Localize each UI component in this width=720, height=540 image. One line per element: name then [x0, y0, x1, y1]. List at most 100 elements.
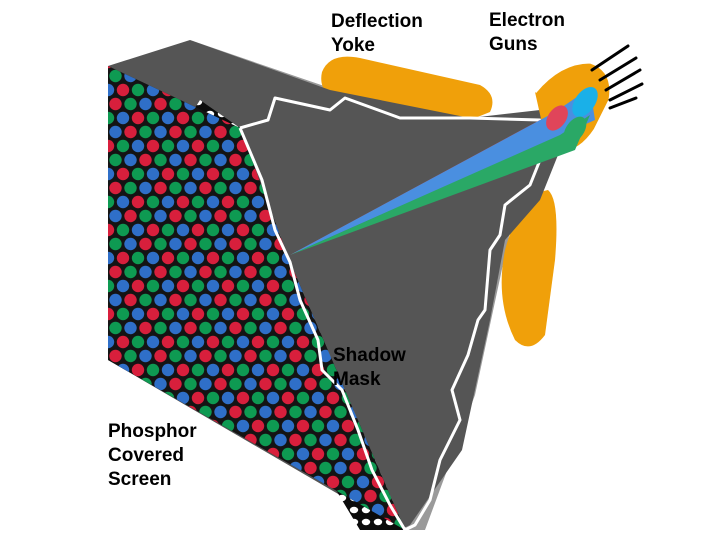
phosphor-screen-label: Phosphor Covered Screen	[108, 420, 197, 492]
phosphor-dot	[274, 462, 286, 474]
phosphor-dot	[162, 280, 174, 292]
phosphor-dot	[132, 364, 144, 376]
phosphor-dot	[237, 448, 249, 460]
phosphor-dot	[199, 518, 211, 530]
phosphor-dot	[304, 378, 316, 390]
phosphor-dot	[229, 490, 241, 502]
phosphor-dot	[199, 210, 211, 222]
phosphor-dot	[102, 84, 114, 96]
phosphor-dot	[162, 168, 174, 180]
phosphor-dot	[154, 238, 166, 250]
phosphor-dot	[177, 280, 189, 292]
phosphor-dot	[147, 280, 159, 292]
phosphor-dot	[147, 364, 159, 376]
phosphor-dot	[177, 252, 189, 264]
phosphor-dot	[289, 350, 301, 362]
phosphor-dot	[169, 182, 181, 194]
phosphor-dot	[282, 308, 294, 320]
phosphor-dot	[237, 392, 249, 404]
phosphor-dot	[252, 308, 264, 320]
phosphor-dot	[184, 518, 196, 530]
phosphor-dot	[214, 378, 226, 390]
phosphor-dot	[124, 266, 136, 278]
phosphor-dot	[124, 126, 136, 138]
phosphor-dot	[274, 294, 286, 306]
phosphor-dot	[147, 140, 159, 152]
phosphor-dot	[177, 336, 189, 348]
phosphor-dot	[162, 504, 174, 516]
phosphor-dot	[169, 322, 181, 334]
phosphor-dot	[289, 406, 301, 418]
phosphor-dot	[199, 490, 211, 502]
phosphor-dot	[244, 294, 256, 306]
phosphor-dot	[192, 252, 204, 264]
phosphor-dot	[199, 322, 211, 334]
phosphor-dot	[192, 140, 204, 152]
phosphor-dot	[214, 294, 226, 306]
phosphor-dot	[334, 406, 346, 418]
phosphor-dot	[244, 518, 256, 530]
phosphor-dot	[334, 518, 346, 530]
phosphor-dot	[207, 476, 219, 488]
phosphor-dot	[102, 252, 114, 264]
phosphor-dot	[207, 280, 219, 292]
phosphor-dot	[282, 280, 294, 292]
phosphor-dot	[214, 322, 226, 334]
phosphor-dot	[109, 350, 121, 362]
phosphor-dot	[267, 392, 279, 404]
phosphor-dot	[229, 182, 241, 194]
phosphor-dot	[162, 392, 174, 404]
phosphor-dot	[237, 476, 249, 488]
phosphor-dot	[132, 252, 144, 264]
phosphor-dot	[237, 308, 249, 320]
phosphor-dot	[304, 406, 316, 418]
phosphor-dot	[109, 210, 121, 222]
phosphor-dot	[117, 308, 129, 320]
phosphor-dot	[132, 196, 144, 208]
phosphor-dot	[282, 476, 294, 488]
phosphor-dot	[192, 364, 204, 376]
phosphor-dot	[282, 504, 294, 516]
phosphor-dot	[259, 378, 271, 390]
shadow-mask-label-line1: Shadow	[333, 344, 406, 368]
phosphor-dot	[124, 350, 136, 362]
phosphor-dot	[124, 406, 136, 418]
phosphor-dot	[304, 490, 316, 502]
phosphor-dot	[282, 392, 294, 404]
phosphor-dot	[304, 434, 316, 446]
phosphor-dot	[222, 224, 234, 236]
phosphor-dot	[184, 238, 196, 250]
phosphor-dot	[229, 154, 241, 166]
phosphor-dot	[109, 518, 121, 530]
phosphor-dot	[154, 266, 166, 278]
phosphor-dot	[229, 238, 241, 250]
phosphor-dot	[124, 294, 136, 306]
phosphor-dot	[109, 70, 121, 82]
phosphor-dot	[132, 392, 144, 404]
phosphor-dot	[229, 378, 241, 390]
phosphor-dot	[312, 504, 324, 516]
phosphor-dot	[162, 224, 174, 236]
phosphor-dot	[192, 504, 204, 516]
phosphor-dot	[259, 266, 271, 278]
phosphor-dot	[289, 434, 301, 446]
phosphor-dot	[252, 336, 264, 348]
phosphor-dot	[222, 252, 234, 264]
phosphor-dot	[102, 168, 114, 180]
phosphor-dot	[364, 490, 376, 502]
phosphor-dot	[319, 434, 331, 446]
phosphor-dot	[147, 252, 159, 264]
phosphor-dot	[117, 112, 129, 124]
phosphor-dot	[244, 350, 256, 362]
phosphor-dot	[237, 252, 249, 264]
phosphor-dot	[267, 308, 279, 320]
phosphor-dot	[162, 196, 174, 208]
phosphor-dot	[102, 196, 114, 208]
phosphor-dot	[237, 224, 249, 236]
phosphor-dot	[162, 308, 174, 320]
phosphor-dot	[192, 196, 204, 208]
phosphor-dot	[109, 154, 121, 166]
phosphor-dot	[222, 476, 234, 488]
phosphor-dot	[192, 224, 204, 236]
phosphor-dot	[102, 140, 114, 152]
